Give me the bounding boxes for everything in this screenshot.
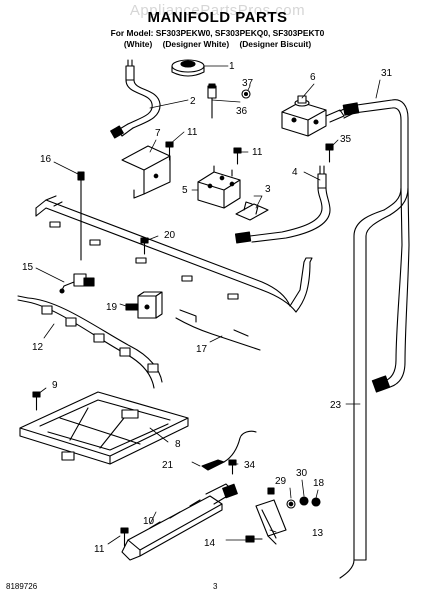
part-11-screw-c <box>120 527 129 547</box>
part-11-screw-b <box>233 147 242 165</box>
callout-4: 4 <box>292 167 298 178</box>
page-number: 3 <box>213 582 218 591</box>
callout-18: 18 <box>313 478 325 489</box>
part-9-screw <box>32 391 41 411</box>
callout-36: 36 <box>236 106 248 117</box>
part-13-bracket <box>255 487 287 545</box>
part-17-manifold-pipe <box>35 195 313 351</box>
callout-31: 31 <box>381 68 393 79</box>
part-37-orifice <box>241 89 251 99</box>
model-line: For Model: SF303PEKW0, SF303PEKQ0, SF303… <box>110 28 325 38</box>
part-14-hood <box>245 535 263 543</box>
callout-3: 3 <box>265 184 271 195</box>
page-title: MANIFOLD PARTS <box>147 9 288 26</box>
callout-10: 10 <box>143 516 155 527</box>
part-20-screw <box>140 237 149 255</box>
callout-14: 14 <box>204 538 216 549</box>
callout-20: 20 <box>164 230 176 241</box>
callout-30: 30 <box>296 468 308 479</box>
part-23-gas-line <box>339 209 410 579</box>
callout-2: 2 <box>190 96 196 107</box>
part-7-bracket <box>121 145 171 199</box>
part-1-burner-cap <box>171 59 205 77</box>
color-designer-white: (Designer White) <box>162 39 230 49</box>
part-19-switch <box>125 291 163 319</box>
callout-35: 35 <box>340 134 352 145</box>
part-10-oven-burner <box>121 483 238 561</box>
callout-15: 15 <box>22 262 34 273</box>
part-35-fitting <box>325 143 334 163</box>
callout-17: 17 <box>196 344 208 355</box>
callout-16: 16 <box>40 154 52 165</box>
callout-13: 13 <box>312 528 324 539</box>
callout-23: 23 <box>330 400 342 411</box>
color-white: (White) <box>123 39 153 49</box>
part-12-igniter-harness <box>17 295 163 389</box>
callout-8: 8 <box>175 439 181 450</box>
part-30-fitting <box>299 496 309 506</box>
callout-11b: 11 <box>252 147 263 158</box>
part-6-pressure-regulator <box>281 95 345 137</box>
part-16-igniter-lead <box>77 171 85 261</box>
callout-12: 12 <box>32 342 44 353</box>
color-designer-biscuit: (Designer Biscuit) <box>239 39 312 49</box>
callout-19: 19 <box>106 302 118 313</box>
part-2-burner-tube <box>110 59 161 139</box>
callout-21: 21 <box>162 460 174 471</box>
part-4-burner-tube <box>234 165 331 244</box>
callout-5: 5 <box>182 185 188 196</box>
part-5-manifold-block <box>197 165 241 209</box>
document-number: 8189726 <box>6 582 38 591</box>
part-21-igniter <box>201 430 257 471</box>
callout-11c: 11 <box>94 544 105 555</box>
part-36-pilot-tube <box>207 83 217 119</box>
callout-37: 37 <box>242 78 254 89</box>
part-3-clip <box>235 201 269 221</box>
part-8-heat-shield <box>19 391 189 465</box>
part-29-fitting <box>286 499 296 509</box>
watermark: AppliancePartsPros.com <box>129 2 306 19</box>
callout-numbers: 1 2 3 4 5 6 7 8 9 10 11 11 11 12 13 14 1… <box>22 61 393 555</box>
part-18-fitting <box>311 497 321 507</box>
callout-34: 34 <box>244 460 256 471</box>
leader-lines <box>35 65 381 545</box>
callout-1: 1 <box>229 61 235 72</box>
callout-9: 9 <box>52 380 58 391</box>
callout-7: 7 <box>155 128 161 139</box>
part-31-gas-supply-pipe <box>339 99 410 246</box>
color-variants: (White) (Designer White) (Designer Biscu… <box>0 39 435 49</box>
part-34-screw <box>228 459 237 475</box>
part-11-screw-a <box>165 141 174 161</box>
callout-29: 29 <box>275 476 287 487</box>
part-15-valve <box>59 273 95 294</box>
callout-11a: 11 <box>187 127 198 138</box>
callout-6: 6 <box>310 72 316 83</box>
